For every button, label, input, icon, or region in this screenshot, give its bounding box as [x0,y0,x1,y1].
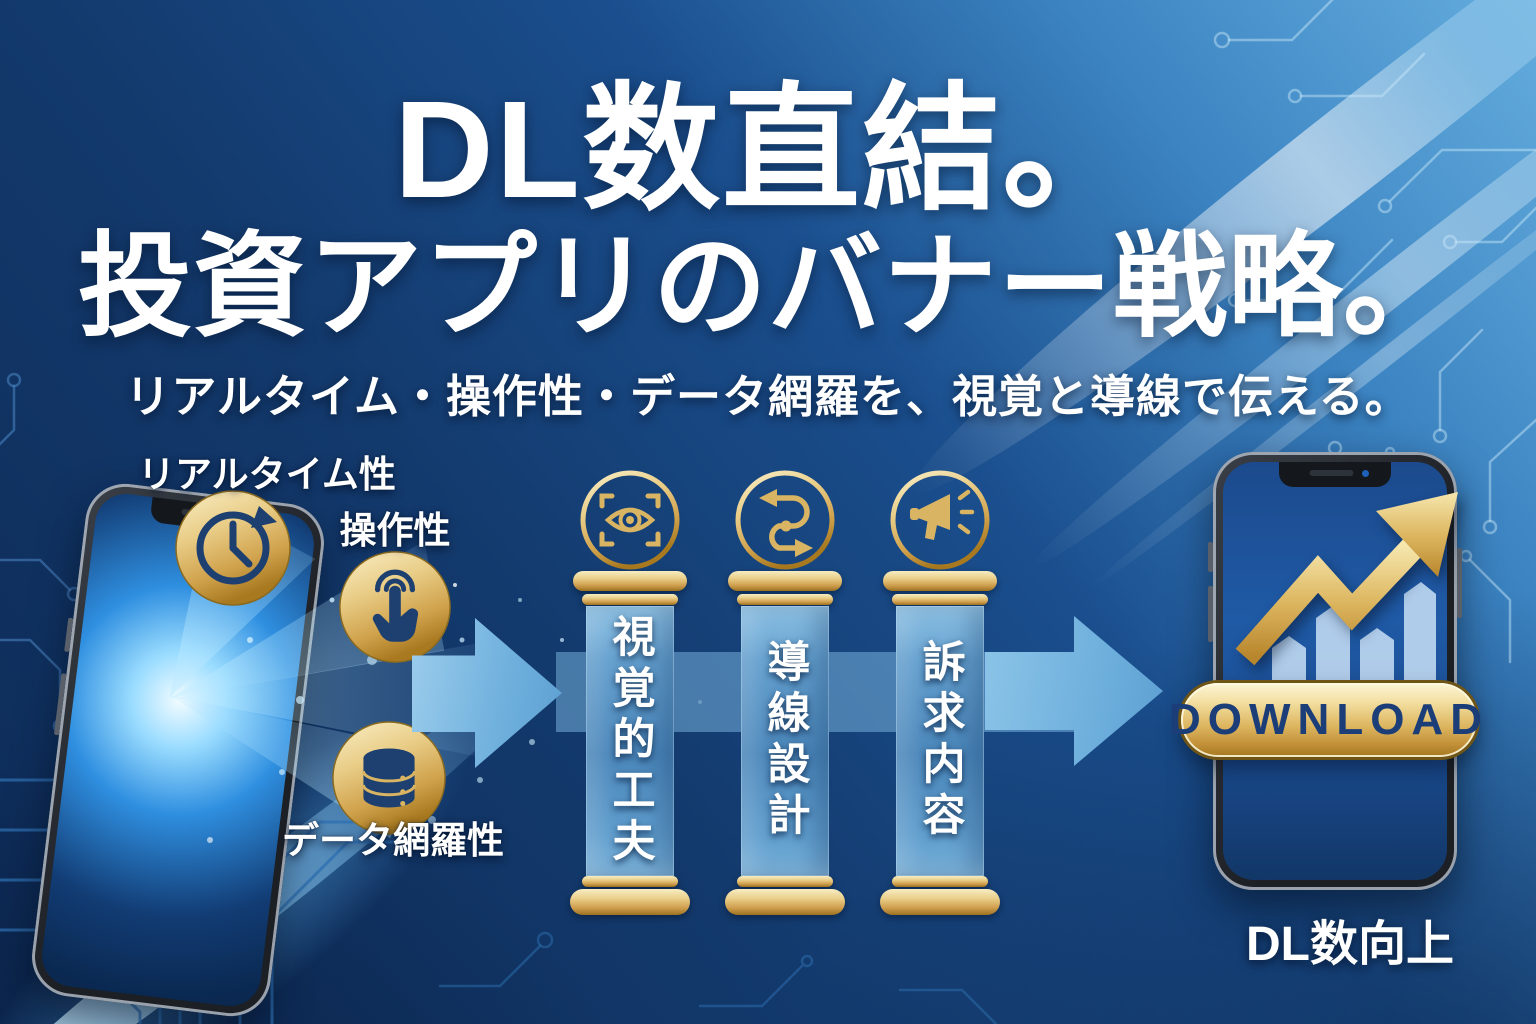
feature-label-data-coverage: データ網羅性 [282,820,504,861]
main-title-line2: 投資アプリのバナー戦略。 [77,224,1458,351]
pillar-cap [728,571,842,591]
download-button-label: DOWNLOAD [1169,695,1489,744]
database-icon [332,721,446,835]
megaphone-icon [890,470,990,570]
pillar-column: 導線設計 [741,606,829,876]
right-phone-mute-switch [1208,542,1213,572]
pillar-column: 訴求内容 [896,606,984,876]
pillar-base [737,876,833,887]
pillar-base [570,889,690,915]
pillar-cap [573,571,687,591]
tap-icon [339,551,451,663]
feature-label-operability: 操作性 [339,510,451,551]
pillar-cap [892,594,988,605]
growth-arrow-icon [1235,492,1458,666]
main-title-line1: DL数直結。 [394,73,1142,227]
pillar-column: 視覚的工夫 [586,606,674,876]
right-phone-camera [1362,470,1369,477]
clock-icon [175,490,291,606]
pillar-cap [582,594,678,605]
right-phone-speaker [1309,470,1354,476]
eye-focus-icon [580,470,680,570]
pillar-label-appeal: 訴求内容 [916,639,964,843]
subtitle: リアルタイム・操作性・データ網羅を、視覚と導線で伝える。 [125,371,1411,422]
route-icon [735,470,835,570]
download-button[interactable]: DOWNLOAD [1169,683,1482,757]
pillar-label-visual: 視覚的工夫 [606,613,654,869]
pillar-base [892,876,988,887]
flow-arrow-right [985,616,1163,766]
pillar-base [582,876,678,887]
left-phone-volume-button [53,673,67,736]
pillar-base [880,889,1000,915]
right-phone-notch [1279,462,1391,487]
right-phone-power-button [1457,548,1462,618]
growth-bar-chart [1272,582,1436,692]
right-phone-volume-button [1208,586,1213,642]
left-phone-mute-switch [64,617,74,653]
feature-label-realtime: リアルタイム性 [138,454,396,495]
pillar-cap [883,571,997,591]
result-caption: DL数向上 [1246,918,1454,971]
pillar-base [725,889,845,915]
pillar-label-flow-design: 導線設計 [761,639,809,843]
pillar-cap [737,594,833,605]
